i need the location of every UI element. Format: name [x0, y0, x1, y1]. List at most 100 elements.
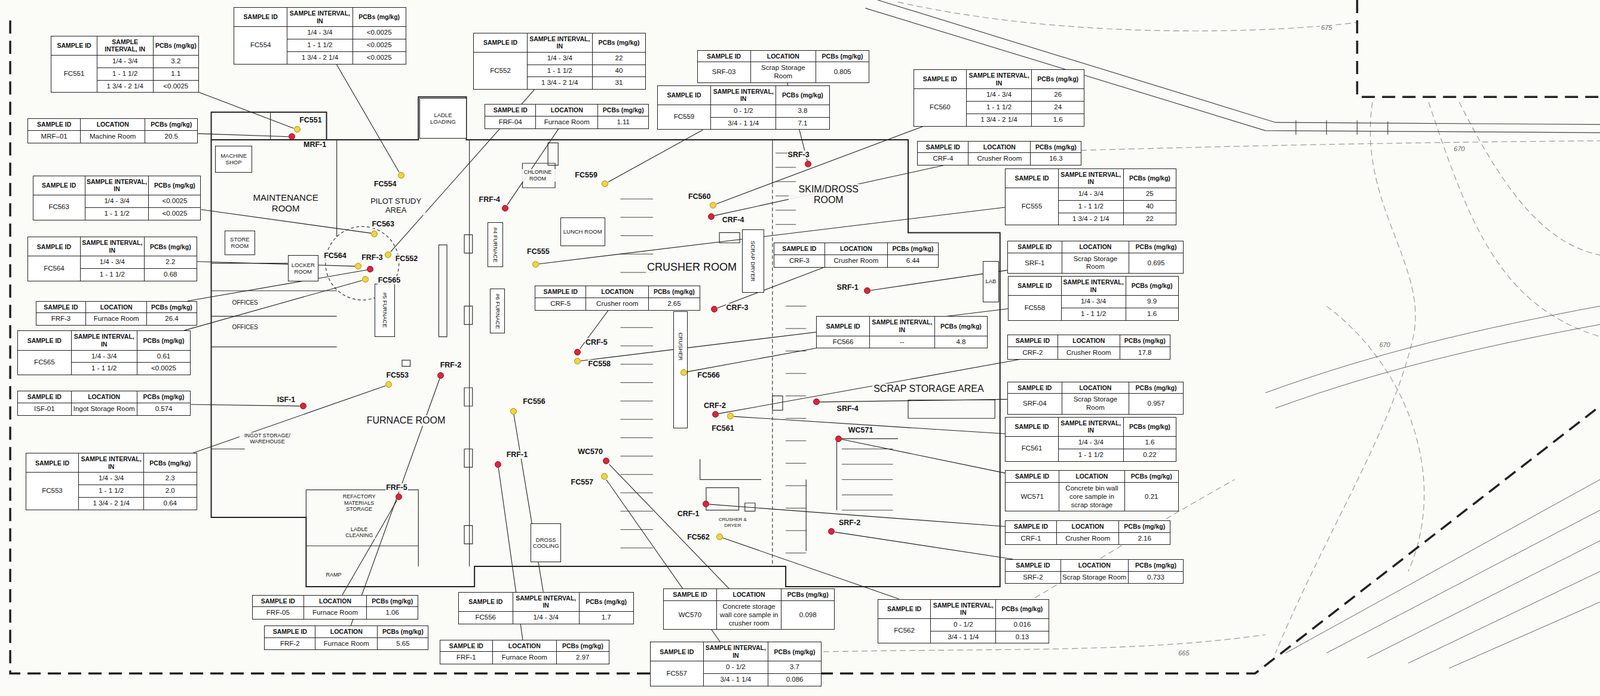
sample-point: WC570	[602, 457, 610, 465]
column-header: SAMPLE ID	[243, 13, 278, 21]
pcb-cell: 3.8	[776, 104, 830, 118]
sample-id: SRF-2	[1022, 573, 1043, 581]
detail-text: 0 - 1/2	[953, 620, 974, 628]
detail-text: Concrete bin wall core sample in scrap s…	[1065, 484, 1118, 509]
sample-point: FRF-2	[437, 372, 444, 379]
header-cell: PCBs (mg/kg)	[781, 589, 835, 602]
sample-label: CRF-2	[703, 401, 727, 410]
results-table: SAMPLE IDLOCATIONPCBs (mg/kg)CRF-2Crushe…	[1007, 334, 1171, 360]
header-cell: SAMPLE ID	[773, 243, 825, 256]
stall-line	[620, 327, 654, 329]
column-header: SAMPLE INTERVAL, IN	[81, 455, 142, 471]
detail-cell: 1 - 1 1/2	[71, 362, 137, 376]
table-body: SAMPLE IDSAMPLE INTERVAL, INPCBs (mg/kg)…	[650, 642, 821, 687]
detail-text: Crusher Room	[834, 256, 879, 265]
header-cell: LOCATION	[716, 589, 782, 602]
detail-cell: Furnace Room	[303, 607, 367, 620]
pcb-value: 25	[1145, 189, 1154, 198]
stall-line	[785, 328, 806, 329]
pcb-value: 0.21	[1144, 492, 1158, 501]
detail-cell: 1/4 - 3/4	[966, 89, 1032, 102]
pcb-cell: 3.2	[152, 54, 199, 68]
room-name: STORE ROOM	[225, 236, 254, 250]
header-row: SAMPLE IDSAMPLE INTERVAL, INPCBs (mg/kg)	[32, 175, 201, 195]
sample-id-cell: SRF-2	[1005, 571, 1061, 584]
sample-id: FC558	[1024, 304, 1046, 312]
pcb-value: 1.7	[601, 613, 612, 621]
contours	[775, 1, 1600, 654]
pcb-cell: 0.13	[995, 630, 1050, 644]
leader-line	[190, 404, 300, 407]
sample-point: FC563	[371, 230, 378, 238]
header-cell: PCBs (mg/kg)	[768, 642, 822, 662]
leader-line	[187, 270, 367, 302]
pcb-value: 17.8	[1138, 348, 1152, 357]
column-header: LOCATION	[733, 590, 766, 599]
sample-id: FC552	[489, 66, 511, 75]
sample-table: SAMPLE IDLOCATIONPCBs (mg/kg)FRF-05Furna…	[252, 595, 419, 620]
sample-label: FC562	[686, 532, 711, 542]
sample-id-cell: WC570	[663, 601, 717, 630]
column-header: PCBs (mg/kg)	[1035, 143, 1077, 151]
sample-id: SRF-04	[1022, 399, 1047, 407]
sample-point: FRF-4	[501, 204, 509, 212]
column-header: PCBs (mg/kg)	[1131, 282, 1173, 290]
detail-cell: 0 - 1/2	[710, 104, 777, 118]
detail-text: Crusher Room	[1066, 348, 1112, 357]
area-label: OFFICES	[230, 323, 259, 331]
sample-label: FRF-3	[360, 253, 383, 262]
column-header: SAMPLE ID	[923, 75, 958, 83]
sample-id: WC570	[678, 611, 702, 619]
column-header: SAMPLE ID	[1017, 384, 1052, 392]
header-row: SAMPLE IDSAMPLE INTERVAL, INPCBs (mg/kg)	[473, 32, 646, 52]
sample-id-cell: FRF-2	[264, 637, 316, 651]
sample-table: SAMPLE IDSAMPLE INTERVAL, INPCBs (mg/kg)…	[1007, 276, 1179, 321]
leader-line	[718, 359, 1021, 415]
area-label: CHLORINE ROOM	[520, 169, 556, 182]
sample-table: SAMPLE IDLOCATIONPCBs (mg/kg)MRF–01Machi…	[27, 118, 198, 143]
table-body: SAMPLE IDLOCATIONPCBs (mg/kg)FRF-05Furna…	[252, 595, 418, 619]
sample-id-cell: FC556	[458, 611, 513, 624]
header-cell: SAMPLE ID	[663, 589, 717, 602]
pcb-cell: 22	[1123, 212, 1177, 226]
sample-table: SAMPLE IDLOCATIONPCBs (mg/kg)WC570Concre…	[663, 588, 835, 630]
detail-cell: 1 - 1 1/2	[84, 207, 149, 220]
header-row: SAMPLE IDLOCATIONPCBs (mg/kg)	[35, 301, 197, 314]
header-row: SAMPLE IDLOCATIONPCBs (mg/kg)	[1007, 335, 1170, 348]
header-cell: SAMPLE ID	[28, 118, 81, 131]
pcb-value: <0.0025	[151, 364, 177, 372]
data-row: FC5611/4 - 3/41.6	[1005, 436, 1177, 449]
header-cell: SAMPLE ID	[1005, 168, 1059, 188]
detail-cell: Crusher room	[586, 297, 649, 311]
data-row: 1 3/4 - 2 1/4<0.0025	[51, 80, 199, 93]
sample-label: FC551	[298, 115, 323, 125]
sample-id: CRF-1	[1021, 534, 1042, 542]
data-row: 1 3/4 - 2 1/4<0.0025	[234, 51, 407, 64]
detail-cell: 3/4 - 1 1/4	[710, 117, 777, 130]
column-header: SAMPLE INTERVAL, IN	[933, 601, 994, 617]
header-cell: PCBs (mg/kg)	[1128, 559, 1183, 572]
leader-line	[513, 414, 544, 593]
column	[464, 234, 473, 254]
stall-line	[775, 224, 796, 225]
detail-text: 1 3/4 - 2 1/4	[301, 53, 339, 61]
header-cell: SAMPLE ID	[473, 32, 527, 52]
room-box: LUNCH ROOM	[560, 217, 606, 247]
detail-cell: 1 - 1 1/2	[1058, 200, 1124, 213]
pcb-value: <0.0025	[366, 28, 392, 36]
results-table: SAMPLE IDLOCATIONPCBs (mg/kg)CRF-5Crushe…	[534, 285, 701, 311]
column-header: PCBs (mg/kg)	[151, 303, 193, 311]
sample-point: FC562	[716, 533, 723, 541]
pcb-value: 20.5	[164, 132, 179, 140]
column-header: PCBs (mg/kg)	[1124, 336, 1166, 345]
column-header: SAMPLE ID	[1015, 423, 1050, 431]
column-header: PCBs (mg/kg)	[155, 41, 197, 49]
column-header: LOCATION	[1079, 384, 1112, 392]
results-table: SAMPLE IDLOCATIONPCBs (mg/kg)FRF-3Furnac…	[35, 301, 198, 326]
detail-cell: Furnace Room	[86, 313, 147, 326]
sample-table: SAMPLE IDLOCATIONPCBs (mg/kg)CRF-4Crushe…	[917, 141, 1082, 166]
header-cell: LOCATION	[86, 301, 147, 314]
header-cell: SAMPLE INTERVAL, IN	[78, 453, 144, 473]
column-header: SAMPLE ID	[887, 605, 922, 613]
